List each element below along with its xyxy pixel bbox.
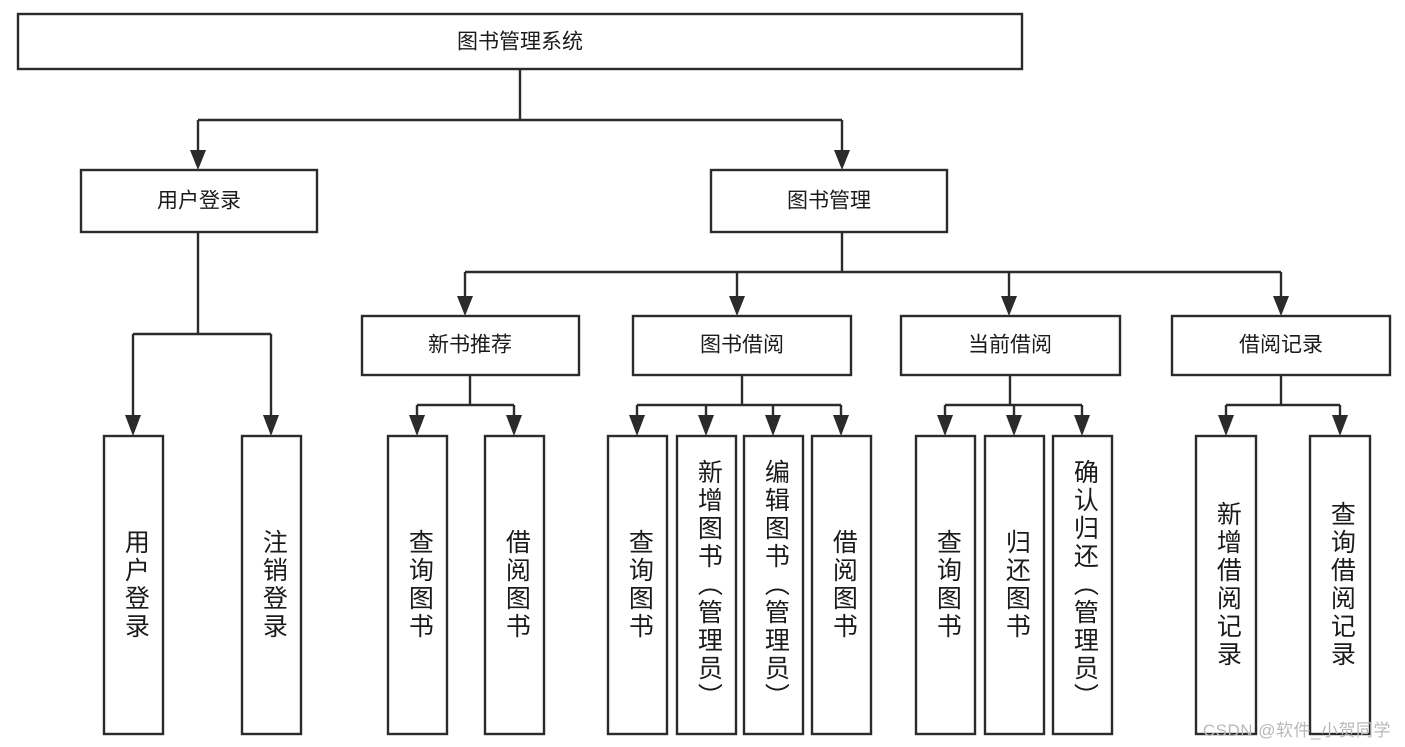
leaf-box: [914, 434, 977, 736]
leaf-label: 用户登录: [121, 529, 150, 641]
connector-currentborrow-to-leaves: [937, 375, 1090, 436]
leaf-currentborrow-query[interactable]: 查询图书: [914, 434, 977, 736]
arrow-head-icon: [409, 415, 425, 436]
leaf-box: [1308, 434, 1372, 736]
node-borrow-record-label: 借阅记录: [1239, 334, 1323, 357]
arrow-head-icon: [1074, 415, 1090, 436]
leaf-box: [606, 434, 669, 736]
csdn-watermark: CSDN @软件_小贺同学: [1202, 721, 1391, 740]
leaf-box: [1194, 434, 1258, 736]
leaf-box: [102, 434, 165, 736]
node-borrow-record[interactable]: 借阅记录: [1170, 314, 1392, 377]
arrow-head-icon: [833, 415, 849, 436]
node-user-login-label: 用户登录: [157, 190, 241, 213]
node-book-borrow-box: [631, 314, 853, 377]
connector-newbook-to-leaves: [409, 375, 522, 436]
arrow-head-icon: [263, 415, 279, 436]
leaf-bookborrow-edit[interactable]: 编辑图书（管理员）: [742, 434, 805, 736]
node-current-borrow-box: [899, 314, 1122, 377]
arrow-head-icon: [190, 150, 206, 170]
connector-bookmgmt-to-level3: [457, 232, 1289, 316]
node-book-management[interactable]: 图书管理: [709, 168, 949, 234]
arrow-head-icon: [1332, 415, 1348, 436]
arrow-head-icon: [457, 296, 473, 316]
arrow-head-icon: [1218, 415, 1234, 436]
node-user-login-box: [79, 168, 319, 234]
node-borrow-record-box: [1170, 314, 1392, 377]
leaf-box: [1051, 434, 1114, 736]
leaf-label: 新增借阅记录: [1213, 501, 1242, 669]
arrow-head-icon: [1273, 296, 1289, 316]
connector-borrowrecord-to-leaves: [1218, 375, 1348, 436]
leaf-label: 注销登录: [259, 529, 288, 641]
leaf-label: 归还图书: [1002, 529, 1031, 641]
connector-root-to-level2: [190, 69, 850, 170]
arrow-head-icon: [629, 415, 645, 436]
node-user-login[interactable]: 用户登录: [79, 168, 319, 234]
node-root-label: 图书管理系统: [457, 31, 583, 54]
arrow-head-icon: [1001, 296, 1017, 316]
leaf-label: 查询图书: [405, 529, 434, 641]
leaf-label: 编辑图书（管理员）: [761, 459, 790, 711]
leaf-box: [386, 434, 449, 736]
connector-bookborrow-to-leaves: [629, 375, 849, 436]
leaf-bookborrow-add[interactable]: 新增图书（管理员）: [675, 434, 738, 736]
leaf-label: 查询借阅记录: [1327, 501, 1356, 669]
arrow-head-icon: [729, 296, 745, 316]
leaf-label: 查询图书: [933, 529, 962, 641]
arrow-head-icon: [937, 415, 953, 436]
leaf-box: [675, 434, 738, 736]
connector-userlogin-to-leaves: [125, 232, 279, 436]
leaf-label: 查询图书: [625, 529, 654, 641]
node-new-book-recommend-box: [360, 314, 581, 377]
leaf-box: [240, 434, 303, 736]
arrow-head-icon: [506, 415, 522, 436]
node-new-book-recommend-label: 新书推荐: [428, 334, 512, 357]
leaf-box: [810, 434, 873, 736]
leaf-user-login-1[interactable]: 用户登录: [102, 434, 165, 736]
leaf-bookborrow-borrow[interactable]: 借阅图书: [810, 434, 873, 736]
arrow-head-icon: [765, 415, 781, 436]
leaf-bookborrow-query[interactable]: 查询图书: [606, 434, 669, 736]
leaf-borrowrecord-add[interactable]: 新增借阅记录: [1194, 434, 1258, 736]
node-root-system[interactable]: 图书管理系统: [16, 12, 1024, 71]
node-new-book-recommend[interactable]: 新书推荐: [360, 314, 581, 377]
arrow-head-icon: [1006, 415, 1022, 436]
node-book-borrow[interactable]: 图书借阅: [631, 314, 853, 377]
node-book-management-box: [709, 168, 949, 234]
leaf-newbook-query[interactable]: 查询图书: [386, 434, 449, 736]
leaf-label: 新增图书（管理员）: [694, 459, 723, 711]
leaf-borrowrecord-query[interactable]: 查询借阅记录: [1308, 434, 1372, 736]
leaf-label: 确认归还（管理员）: [1070, 459, 1099, 711]
leaf-label: 借阅图书: [829, 529, 858, 641]
node-root-box: [16, 12, 1024, 71]
node-book-borrow-label: 图书借阅: [700, 334, 784, 357]
node-current-borrow-label: 当前借阅: [968, 334, 1052, 357]
leaf-currentborrow-confirm[interactable]: 确认归还（管理员）: [1051, 434, 1114, 736]
leaf-user-logout[interactable]: 注销登录: [240, 434, 303, 736]
leaf-newbook-borrow[interactable]: 借阅图书: [483, 434, 546, 736]
leaf-box: [983, 434, 1046, 736]
arrow-head-icon: [125, 415, 141, 436]
node-current-borrow[interactable]: 当前借阅: [899, 314, 1122, 377]
leaf-box: [483, 434, 546, 736]
arrow-head-icon: [698, 415, 714, 436]
leaf-box: [742, 434, 805, 736]
arrow-head-icon: [834, 150, 850, 170]
leaf-currentborrow-return[interactable]: 归还图书: [983, 434, 1046, 736]
leaf-label: 借阅图书: [502, 529, 531, 641]
node-book-management-label: 图书管理: [787, 190, 871, 213]
